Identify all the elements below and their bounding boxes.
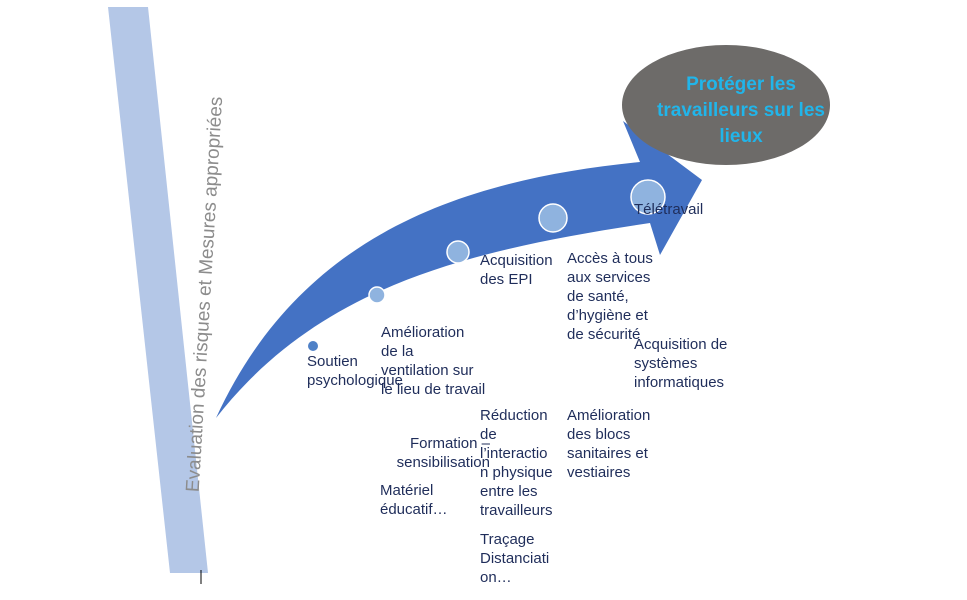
goal-text: Protéger les travailleurs sur les lieux	[657, 74, 825, 147]
step-acces-services-sante: Accès à tous aux services de santé, d’hy…	[567, 250, 653, 343]
milestone-dot-1	[308, 341, 318, 351]
step-teletravail: Télétravail	[634, 201, 704, 218]
step-soutien-psychologique: Soutien psychologique	[307, 353, 403, 389]
step-amelioration-ventilation: Amélioration de la ventilation sur le li…	[381, 324, 486, 398]
step-formation-sensibilisation: Formation – sensibilisation	[396, 435, 490, 471]
step-tracage-distanciation: Traçage Distanciati on…	[480, 531, 550, 586]
step-acquisition-epi: Acquisition des EPI	[480, 252, 553, 288]
milestone-dot-5	[630, 179, 666, 215]
milestone-dot-3	[446, 240, 470, 264]
vertical-bar	[108, 7, 208, 573]
step-reduction-interaction: Réduction de l’interactio n physique ent…	[480, 407, 553, 519]
milestone-dot-4	[538, 203, 568, 233]
step-materiel-educatif: Matériel éducatif…	[380, 482, 448, 518]
step-amelioration-blocs-sanitaires: Amélioration des blocs sanitaires et ves…	[567, 407, 651, 481]
progress-arrow	[216, 121, 702, 418]
milestone-dot-2	[368, 286, 386, 304]
step-acquisition-systemes: Acquisition de systèmes informatiques	[634, 336, 728, 391]
goal-ellipse	[622, 45, 830, 165]
